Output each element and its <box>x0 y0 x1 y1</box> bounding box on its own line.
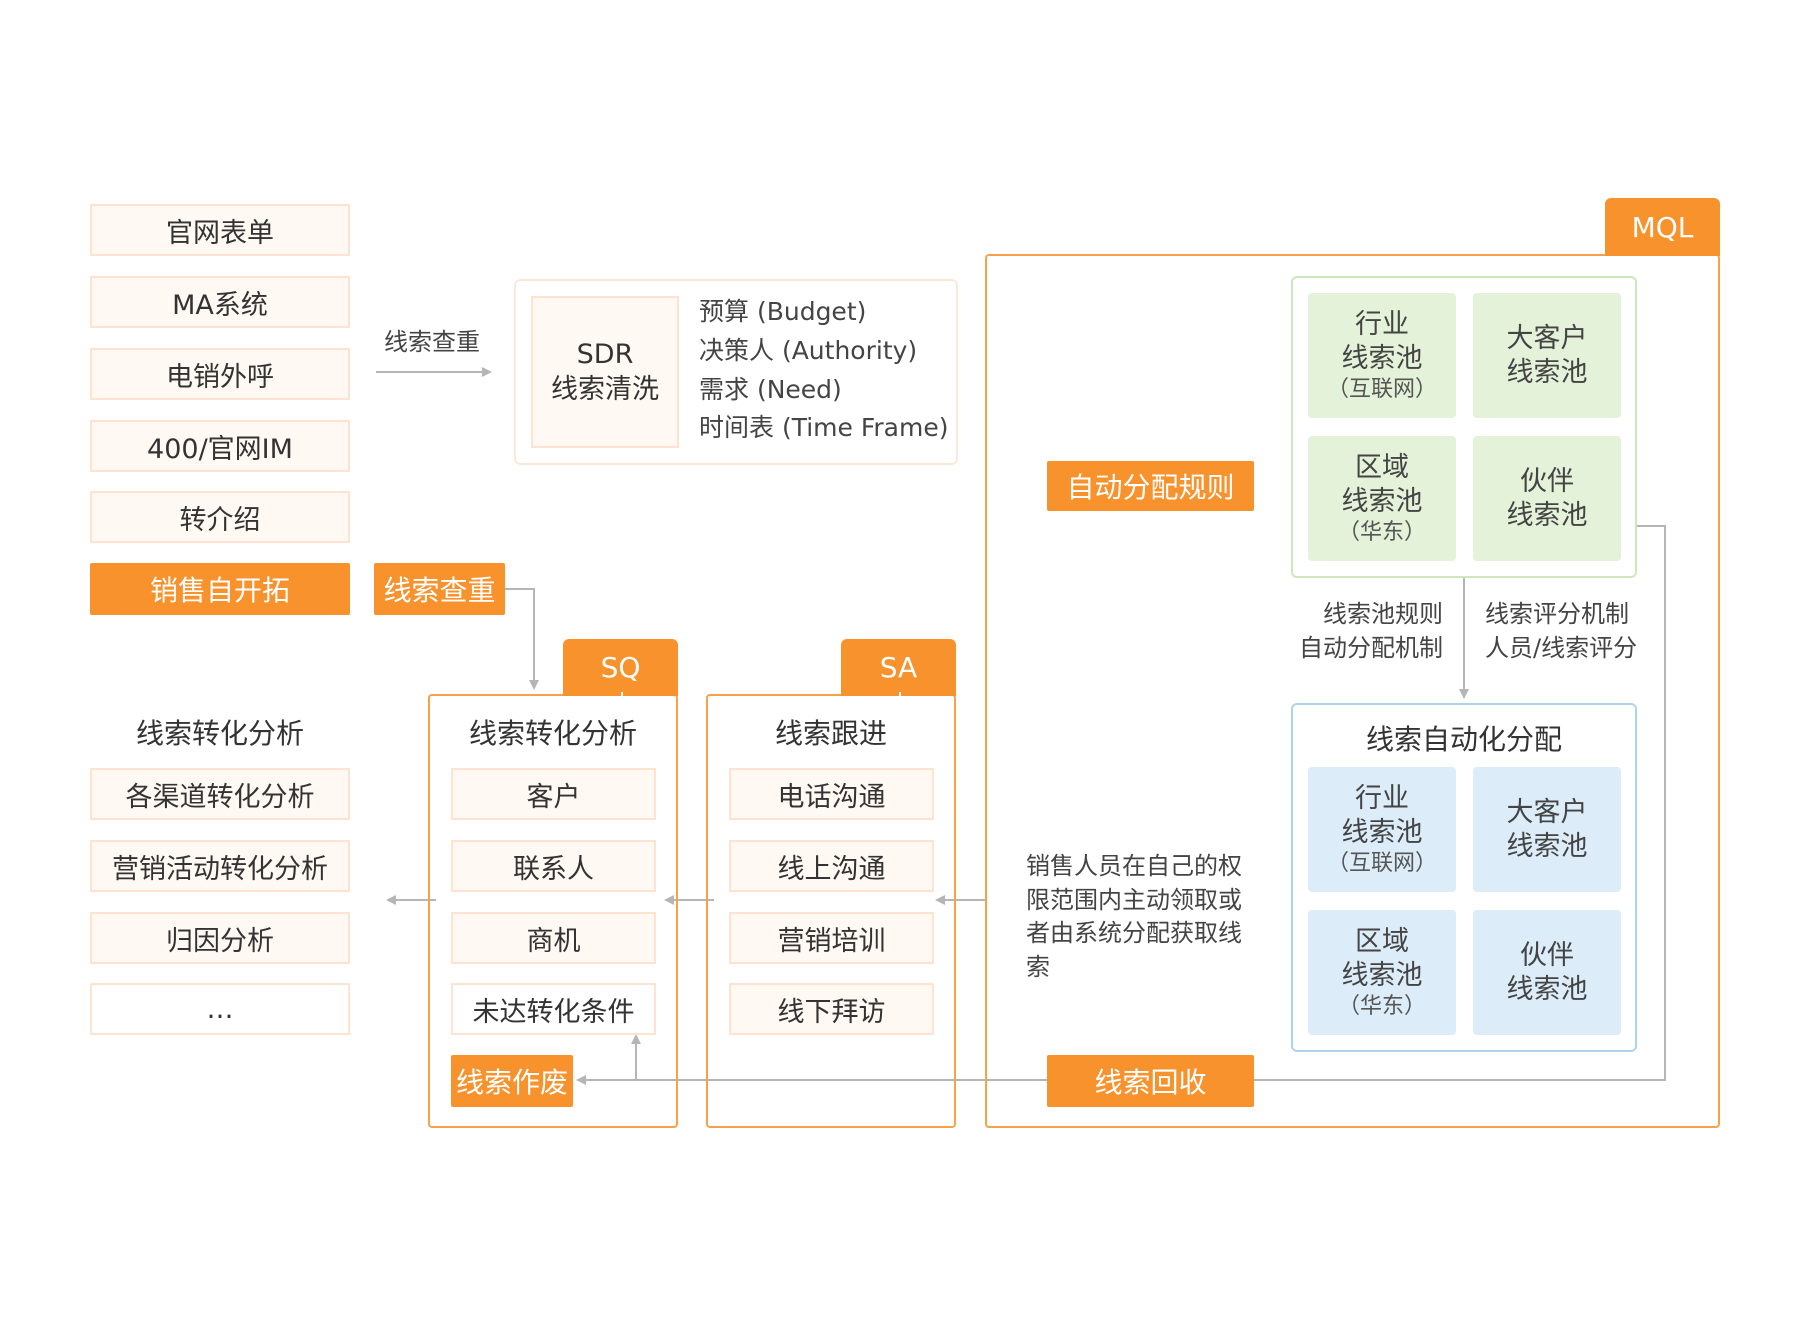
line-pool-to-recycle <box>1254 525 1666 1081</box>
mql-frame <box>985 254 1720 1128</box>
criteria-budget: 预算 (Budget) <box>699 297 867 326</box>
pool-sub: （华东） <box>1337 993 1426 1019</box>
pool-region: 区域 线索池 （华东） <box>1308 910 1456 1035</box>
pool-name: 行业 线索池 <box>1341 783 1423 848</box>
pool-partner: 伙伴 线索池 <box>1473 910 1621 1035</box>
pool-region: 区域 线索池 （华东） <box>1308 436 1456 561</box>
sq-item-unmet: 未达转化条件 <box>451 983 656 1035</box>
sdr-title: SDR <box>576 338 634 370</box>
pool-name: 行业 线索池 <box>1341 309 1423 374</box>
sa-title: 线索跟进 <box>774 717 887 750</box>
analysis-item: 归因分析 <box>90 912 350 964</box>
auto-assign-title: 线索自动化分配 <box>1365 723 1562 756</box>
sa-item: 线上沟通 <box>729 840 934 892</box>
pool-key-account: 大客户 线索池 <box>1473 767 1621 892</box>
pool-key-account: 大客户 线索池 <box>1473 293 1621 418</box>
pool-name: 伙伴 线索池 <box>1506 939 1588 1005</box>
pool-name: 伙伴 线索池 <box>1506 465 1588 531</box>
auto-rules-button: 自动分配规则 <box>1047 461 1254 511</box>
pool-partner: 伙伴 线索池 <box>1473 436 1621 561</box>
source-item: 电销外呼 <box>90 348 350 400</box>
mql-tab: MQL <box>1605 198 1720 256</box>
pool-frame-top <box>1291 276 1637 578</box>
sa-item: 线下拜访 <box>729 983 934 1035</box>
sdr-subtitle: 线索清洗 <box>551 374 659 405</box>
discard-button: 线索作废 <box>451 1055 573 1107</box>
pool-sub: （华东） <box>1337 519 1426 545</box>
criteria-authority: 决策人 (Authority) <box>699 335 918 365</box>
pool-sub: （互联网） <box>1326 850 1437 876</box>
sq-tab: SQ <box>563 639 678 700</box>
sa-item: 营销培训 <box>729 912 934 964</box>
sa-frame <box>706 694 956 1128</box>
dedupe-button: 线索查重 <box>374 563 505 615</box>
source-item: 转介绍 <box>90 491 350 543</box>
sdr-frame <box>514 279 958 465</box>
sq-frame <box>428 694 678 1128</box>
scoring-rule-note: 线索评分机制 人员/线索评分 <box>1485 600 1638 662</box>
sq-item: 客户 <box>451 768 656 820</box>
pool-sub: （互联网） <box>1326 376 1437 402</box>
criteria-need: 需求 (Need) <box>699 374 842 404</box>
analysis-title: 线索转化分析 <box>135 717 304 750</box>
recycle-button: 线索回收 <box>1047 1055 1254 1107</box>
sales-self-sourcing: 销售自开拓 <box>90 563 350 615</box>
arrow-dedupe-to-sq <box>505 588 539 690</box>
pool-industry: 行业 线索池 （互联网） <box>1308 767 1456 892</box>
pool-name: 大客户 线索池 <box>1506 796 1588 862</box>
analysis-item: 营销活动转化分析 <box>90 840 350 892</box>
sdr-box: SDR 线索清洗 <box>531 296 679 448</box>
analysis-item: 各渠道转化分析 <box>90 768 350 820</box>
sdr-criteria: 预算 (Budget) 决策人 (Authority) 需求 (Need) 时间… <box>699 293 959 448</box>
pool-name: 大客户 线索池 <box>1506 322 1588 388</box>
sa-tab: SA <box>841 639 956 700</box>
pool-name: 区域 线索池 <box>1341 452 1423 517</box>
pool-industry: 行业 线索池 （互联网） <box>1308 293 1456 418</box>
dedupe-label: 线索查重 <box>384 328 480 356</box>
pool-rule-note: 线索池规则 自动分配机制 <box>1299 600 1443 662</box>
sa-item: 电话沟通 <box>729 768 934 820</box>
sq-title: 线索转化分析 <box>468 717 637 750</box>
pool-name: 区域 线索池 <box>1341 926 1423 991</box>
sales-claim-note: 销售人员在自己的权限范围内主动领取或者由系统分配获取线索 <box>1026 852 1242 981</box>
sq-item: 联系人 <box>451 840 656 892</box>
source-item: 官网表单 <box>90 204 350 256</box>
criteria-timeframe: 时间表 (Time Frame) <box>699 413 949 443</box>
sq-tab-label: SQ <box>600 651 641 684</box>
auto-assign-frame <box>1291 703 1637 1052</box>
source-item: 400/官网IM <box>90 420 350 472</box>
sq-item: 商机 <box>451 912 656 964</box>
source-item: MA系统 <box>90 276 350 328</box>
analysis-item-more: … <box>90 983 350 1035</box>
sa-tab-label: SA <box>879 651 918 684</box>
